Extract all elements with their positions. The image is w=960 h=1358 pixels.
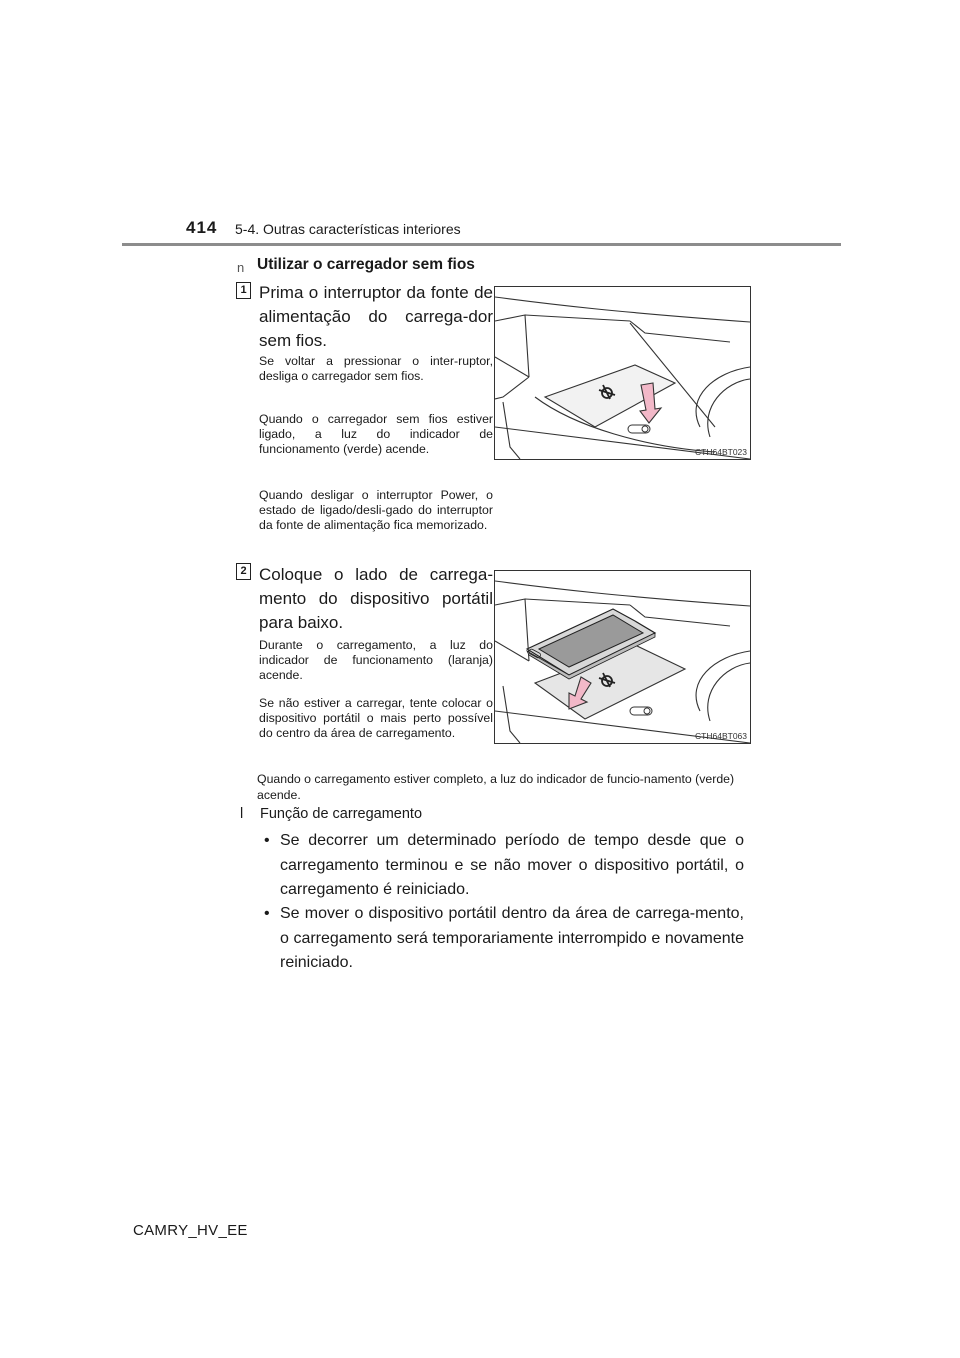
press-arrow-icon xyxy=(639,382,663,424)
list-dot: • xyxy=(264,832,270,849)
step-2-note-2: Se não estiver a carregar, tente colocar… xyxy=(259,696,493,740)
section-title: 5-4. Outras características interiores xyxy=(235,221,461,237)
step-1-text: Prima o interruptor da fonte de alimenta… xyxy=(259,283,493,350)
power-switch-icon xyxy=(629,706,653,716)
step-2-note-1: Durante o carregamento, a luz do indicad… xyxy=(259,638,493,682)
footer-model-code: CAMRY_HV_EE xyxy=(133,1222,248,1239)
figure-place-device: CTH64BT063 xyxy=(494,570,751,744)
header-divider xyxy=(122,243,841,246)
step-1-note-3: Quando desligar o interruptor Power, o e… xyxy=(259,488,493,532)
step-2-text: Coloque o lado de carrega-mento do dispo… xyxy=(259,565,493,632)
step-1-note-1: Se voltar a pressionar o inter-ruptor, d… xyxy=(259,354,493,383)
page-number: 414 xyxy=(186,218,218,237)
step-1-note-2: Quando o carregador sem fios estiver lig… xyxy=(259,412,493,456)
device-illustration xyxy=(495,580,750,743)
figure-code: CTH64BT063 xyxy=(695,731,747,741)
list-dot: • xyxy=(264,905,270,922)
place-down-arrow-icon xyxy=(568,676,592,710)
figure-wireless-charger-switch: CTH64BT023 xyxy=(494,286,751,460)
charging-complete-note: Quando o carregamento estiver completo, … xyxy=(257,772,735,802)
function-item-1: • Se decorrer um determinado período de … xyxy=(264,829,744,903)
section-heading: Utilizar o carregador sem fios xyxy=(257,256,475,273)
console-illustration xyxy=(495,296,750,459)
step-1-number: 1 xyxy=(236,282,251,299)
section-bullet: n xyxy=(237,260,245,275)
function-heading: Função de carregamento xyxy=(260,806,423,822)
step-2-number: 2 xyxy=(236,563,251,580)
figure-code: CTH64BT023 xyxy=(695,447,747,457)
wireless-charging-symbol-icon xyxy=(598,384,616,400)
smartphone-icon xyxy=(525,608,657,680)
wireless-charging-symbol-icon xyxy=(598,672,616,688)
power-switch-icon xyxy=(627,424,651,434)
function-item-2-text: Se mover o dispositivo portátil dentro d… xyxy=(280,905,744,971)
function-item-2: • Se mover o dispositivo portátil dentro… xyxy=(264,902,744,976)
charging-pad xyxy=(543,364,677,428)
function-item-1-text: Se decorrer um determinado período de te… xyxy=(280,832,744,898)
function-bullet: l xyxy=(240,806,244,822)
